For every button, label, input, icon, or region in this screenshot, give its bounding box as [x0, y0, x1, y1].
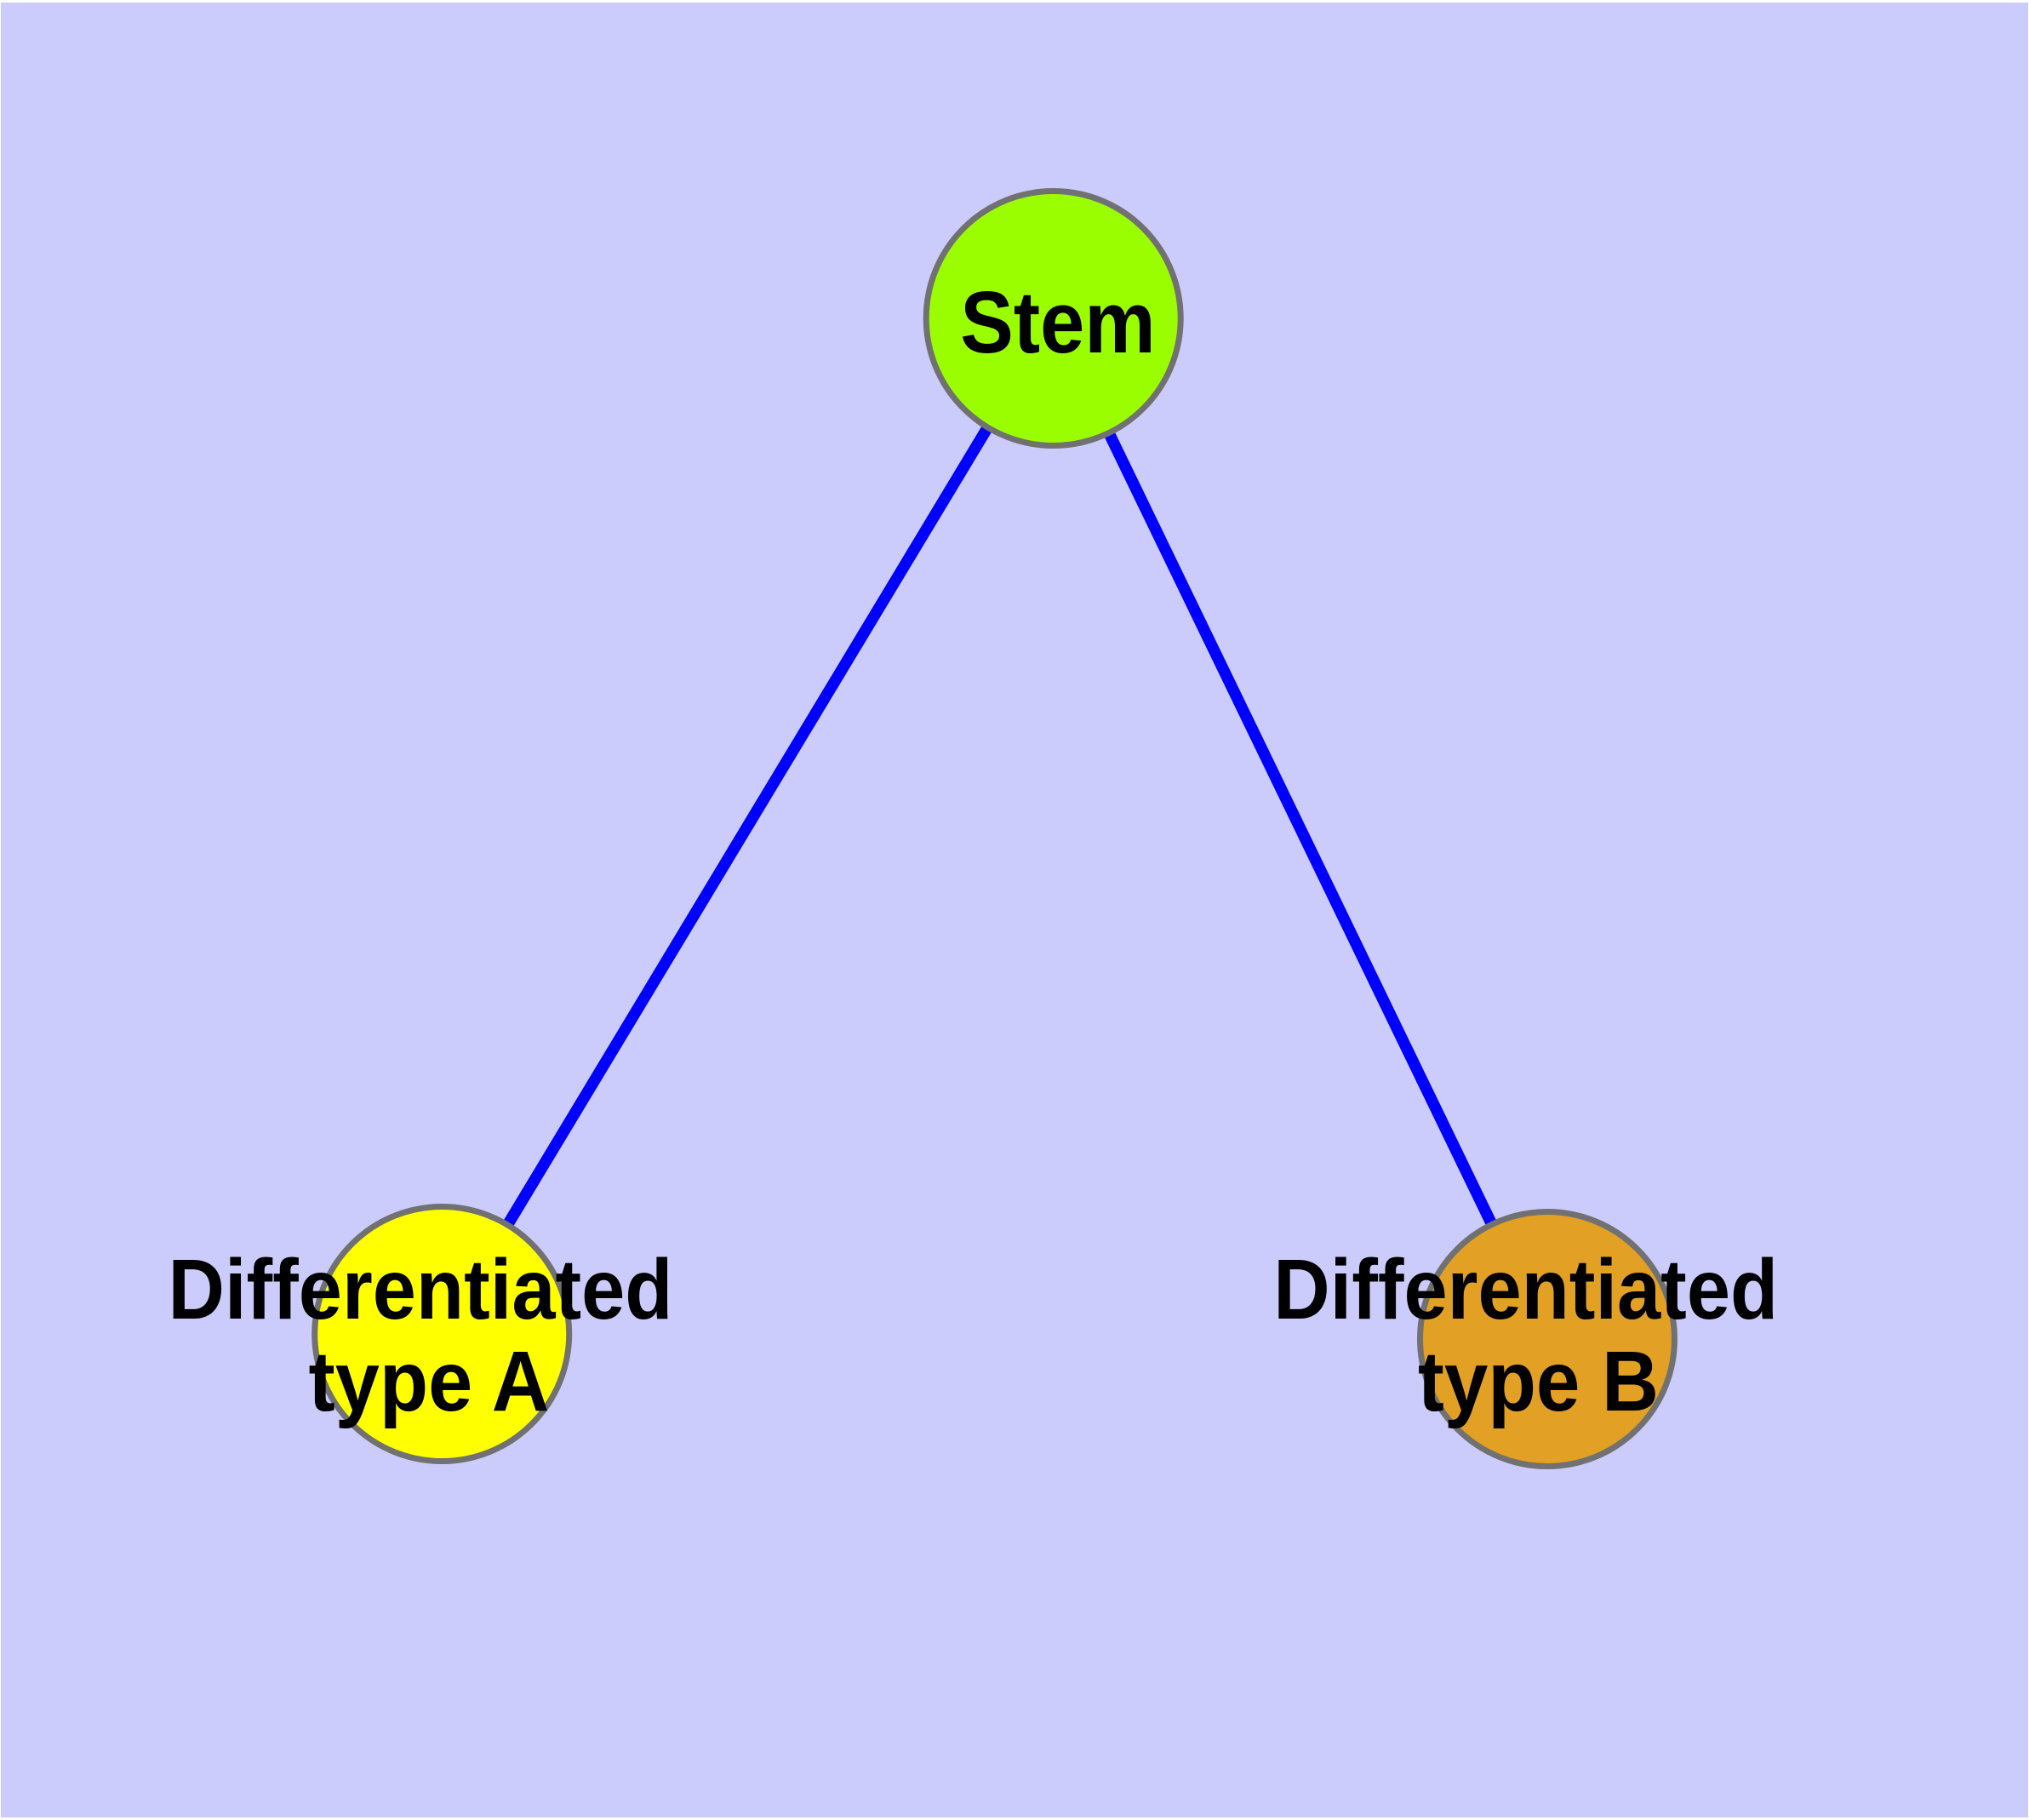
svg-text:type A: type A: [309, 1334, 550, 1429]
svg-text:Stem: Stem: [960, 273, 1156, 371]
svg-text:type B: type B: [1418, 1334, 1659, 1429]
svg-text:Differentiated: Differentiated: [1273, 1242, 1778, 1337]
svg-text:Differentiated: Differentiated: [169, 1242, 673, 1337]
